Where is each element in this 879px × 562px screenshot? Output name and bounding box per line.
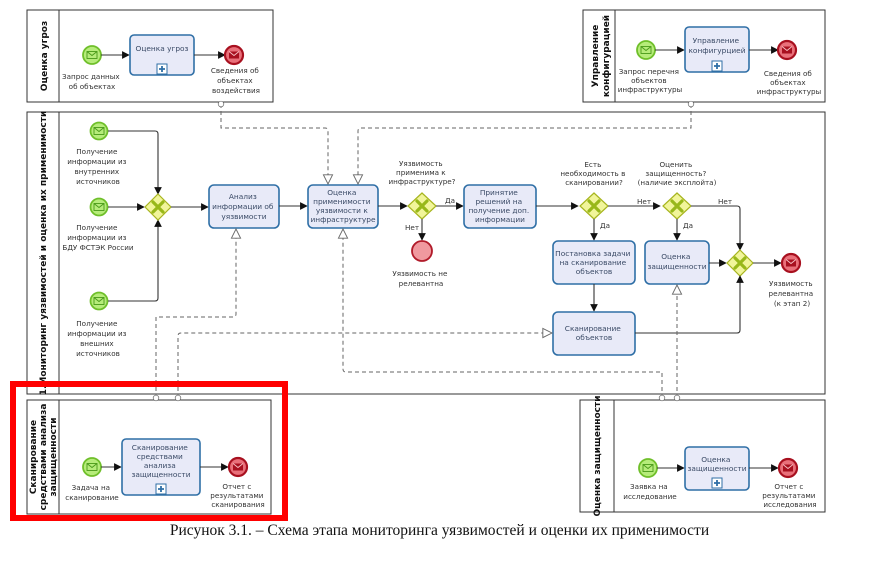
- subprocess-plus-icon[interactable]: [711, 477, 723, 489]
- envelope-filled-icon: [782, 464, 794, 472]
- end-event-label: Сведения об объектах воздействия: [211, 66, 261, 95]
- sequence-flow-no: [691, 205, 744, 251]
- start-event-label: Заявка на исследование: [623, 482, 677, 501]
- message-flow-scanning-to-analysis: [156, 229, 236, 398]
- start-external-label: Получение информации из внешних источник…: [67, 319, 129, 358]
- pool-title: 1.Мониторинг уязвимостей и оценка их при…: [39, 111, 49, 396]
- gateway-merge-sources[interactable]: [144, 193, 172, 221]
- flow-label-no: Нет: [637, 197, 651, 206]
- flow-label-yes: Да: [600, 221, 610, 230]
- flow-label-no: Нет: [405, 223, 419, 232]
- message-flows: [156, 104, 691, 398]
- sequence-flow: [635, 275, 744, 334]
- task-label: Оценка защищенности: [687, 455, 746, 473]
- task-label: Оценка применимости уязвимости к инфраст…: [311, 188, 376, 224]
- flow-label-yes: Да: [445, 196, 455, 205]
- pool-title-line2: средствами анализа: [39, 404, 49, 511]
- task-label: Управление конфигурцией: [688, 36, 745, 55]
- pool-title-line3: защищенности: [49, 417, 59, 496]
- message-flow-threat-to-applicability: [221, 104, 328, 184]
- pool-title-line1: Управление: [591, 25, 601, 88]
- start-internal-label: Получение информации из внутренних источ…: [67, 147, 129, 186]
- pool-security-scanning-tools: Сканирование средствами анализа защищенн…: [26, 399, 272, 515]
- task-label: Оценка защищенности: [647, 252, 706, 271]
- end-event-label: Отчет с результатами сканирования: [210, 482, 265, 509]
- start-event-label: Запрос данных об объектах: [62, 72, 122, 91]
- subprocess-plus-icon[interactable]: [156, 63, 168, 75]
- message-flow-scanning-to-objects: [178, 333, 552, 398]
- task-label: Сканирование средствами анализа защищенн…: [131, 443, 190, 479]
- start-event-label: Задача на сканирование: [65, 483, 119, 502]
- gateway-need-scan[interactable]: [579, 192, 609, 220]
- end-event-label: Сведения об объектах инфраструктуры: [757, 69, 822, 96]
- sequence-flow: [108, 130, 162, 195]
- figure-caption: Рисунок 3.1. – Схема этапа мониторинга у…: [169, 522, 710, 539]
- subprocess-plus-icon[interactable]: [711, 60, 723, 72]
- task-label: Анализ информации об уязвимости: [212, 192, 276, 221]
- message-flow-config-to-applicability: [358, 104, 691, 184]
- pool-title: Оценка угроз: [40, 21, 50, 91]
- task-label: Принятие решений на получение доп. инфор…: [468, 188, 531, 224]
- subprocess-plus-icon[interactable]: [155, 483, 167, 495]
- end-not-relevant-label: Уязвимость не релевантна: [392, 269, 449, 288]
- flow-label-no: Нет: [718, 197, 732, 206]
- envelope-filled-icon: [228, 51, 240, 59]
- highlight-box: [10, 381, 288, 521]
- end-event-not-relevant[interactable]: [411, 240, 433, 262]
- start-fstec-label: Получение информации из БДУ ФСТЭК России: [62, 223, 134, 252]
- end-relevant-label: Уязвимость релевантна (к этап 2): [769, 279, 816, 308]
- start-event-label: Запрос перечня объектов инфраструктуры: [618, 67, 683, 94]
- envelope-filled-icon: [232, 463, 244, 471]
- pool-configuration-management: Управление конфигурацией Запрос перечня …: [582, 9, 826, 103]
- pool-security-assessment: Оценка защищенности Заявка на исследован…: [579, 395, 826, 517]
- pool-title-line1: Сканирование: [29, 420, 39, 494]
- message-flow-security-to-applicability: [343, 229, 662, 398]
- task-label: Оценка угроз: [136, 44, 189, 53]
- pool-vulnerability-monitoring: 1.Мониторинг уязвимостей и оценка их при…: [26, 111, 826, 396]
- flow-label-yes: Да: [683, 221, 693, 230]
- envelope-filled-icon: [781, 46, 793, 54]
- pool-title: Оценка защищенности: [593, 395, 603, 516]
- envelope-filled-icon: [785, 259, 797, 267]
- pool-threat-assessment: Оценка угроз Запрос данных об объектах О…: [26, 9, 274, 103]
- end-event-label: Отчет с результатами исследования: [762, 482, 817, 509]
- pool-title-line2: конфигурацией: [602, 15, 612, 97]
